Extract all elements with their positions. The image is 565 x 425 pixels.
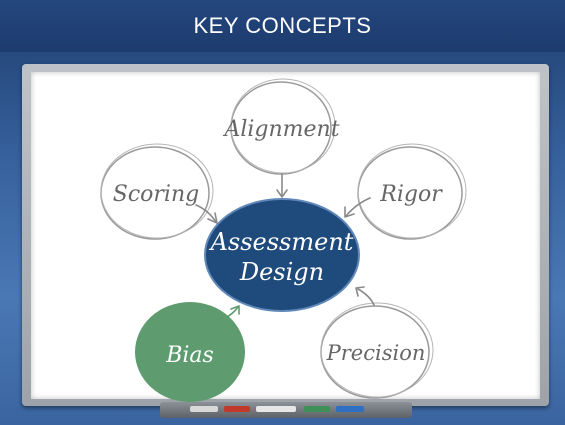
node-bias-label: Bias [165,343,214,368]
center-label-line2: Design [239,258,324,286]
node-precision-label: Precision [326,341,426,365]
node-alignment-label: Alignment [222,117,339,142]
arrowhead-precision [355,286,365,297]
arrow-bias-to-center [224,306,239,319]
node-precision: Precision [320,302,434,399]
node-scoring: Scoring [100,143,214,240]
arrowhead-rigor [344,206,355,218]
arrowhead-bias [230,305,240,315]
node-bias: Bias [135,302,245,402]
node-scoring-label: Scoring [113,182,199,207]
arrow-scoring-to-center [195,204,217,223]
marker-blue [336,406,364,412]
marker-red [224,406,250,412]
marker-green [304,406,330,412]
center-label-line1: Assessment [209,228,354,256]
title-bar [0,0,565,52]
node-rigor: Rigor [357,143,467,240]
arrowhead-alignment [276,189,288,198]
node-assessment-design: Assessment Design [204,198,360,312]
eraser [256,406,296,412]
slide-title: KEY CONCEPTS [193,13,372,38]
arrowhead-scoring [207,212,218,224]
arrow-precision-to-center [357,288,375,306]
marker-white [190,406,218,412]
arrow-rigor-to-center [345,197,371,217]
node-alignment: Alignment [222,78,340,175]
node-rigor-label: Rigor [379,182,443,207]
